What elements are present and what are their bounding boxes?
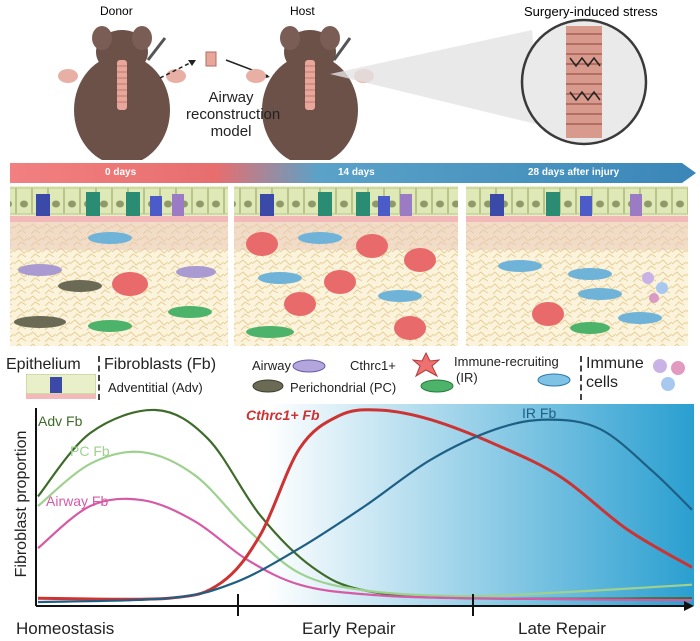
cthrc1-fb-icon	[412, 352, 440, 378]
epithelium-icon	[26, 374, 96, 399]
adventitial-fb-icon	[252, 379, 284, 393]
legend-immune-recruiting-line2: (IR)	[456, 370, 478, 385]
model-label-line1: Airway	[208, 89, 254, 106]
category-labels: Homeostasis Early Repair Late Repair	[16, 619, 606, 638]
category-label-homeostasis: Homeostasis	[16, 619, 114, 638]
tissue-panel-0d	[10, 186, 228, 346]
series-line-pc-fb	[37, 450, 693, 598]
model-label-line3: model	[210, 123, 252, 140]
stress-label: Surgery-induced stress	[524, 4, 658, 19]
legend-airway: Airway	[252, 358, 292, 373]
legend-perichondrial: Perichondrial (PC)	[290, 380, 397, 395]
tissue-panels	[10, 186, 688, 346]
legend-immune: Immune cells	[586, 354, 644, 392]
category-label-late-repair: Late Repair	[518, 619, 606, 638]
series-label-4: IR Fb	[522, 405, 556, 421]
y-axis-label: Fibroblast proportion	[13, 431, 30, 578]
legend-immune-recruiting: Immune-recruiting (IR)	[454, 354, 559, 386]
series-label-0: Adv Fb	[38, 413, 83, 429]
series-line-ir-fb	[37, 418, 693, 604]
legend-divider-2	[580, 356, 582, 400]
fibroblast-proportion-chart: Fibroblast proportion Adv Fb PC Fb Airway …	[13, 404, 694, 638]
legend-epithelium: Epithelium	[6, 356, 81, 373]
trachea-icon	[566, 26, 602, 138]
series-line-airway-fb	[37, 497, 693, 602]
host-label: Host	[290, 4, 315, 18]
legend-divider-1	[98, 356, 100, 400]
top-illustration	[58, 18, 648, 160]
donor-mouse-icon	[58, 26, 186, 160]
legend-adventitial: Adventitial (Adv)	[108, 380, 203, 395]
tissue-panel-14d	[234, 186, 458, 346]
tissue-panel-28d	[466, 186, 688, 346]
legend-immune-line1: Immune	[586, 355, 644, 372]
model-label: Airway reconstruction model	[186, 89, 281, 140]
perichondrial-fb-icon	[420, 379, 454, 393]
series-labels: Adv Fb PC Fb Airway Fb Cthrc1+ Fb IR Fb	[38, 405, 556, 509]
chart-curves	[37, 408, 693, 604]
legend-cthrc1: Cthrc1+	[350, 358, 396, 373]
legend-immune-recruiting-line1: Immune-recruiting	[454, 354, 559, 369]
immune-cells-icon	[653, 359, 685, 391]
timeline-label-14: 14 days	[338, 167, 375, 178]
x-axis-arrow	[684, 601, 694, 611]
timeline-label-28: 28 days after injury	[528, 167, 620, 178]
legend-fibroblasts: Fibroblasts (Fb)	[104, 356, 217, 373]
timeline-arrow	[10, 163, 696, 183]
airway-fb-icon	[292, 359, 326, 373]
legend-immune-line2: cells	[586, 374, 619, 391]
series-label-2: Airway Fb	[46, 493, 108, 509]
category-label-early-repair: Early Repair	[302, 619, 396, 638]
donor-label: Donor	[100, 4, 133, 18]
ir-fb-icon	[537, 373, 571, 387]
model-label-line2: reconstruction	[186, 106, 281, 123]
timeline-label-0: 0 days	[105, 167, 137, 178]
series-label-1: PC Fb	[70, 443, 110, 459]
series-label-3: Cthrc1+ Fb	[246, 407, 320, 423]
